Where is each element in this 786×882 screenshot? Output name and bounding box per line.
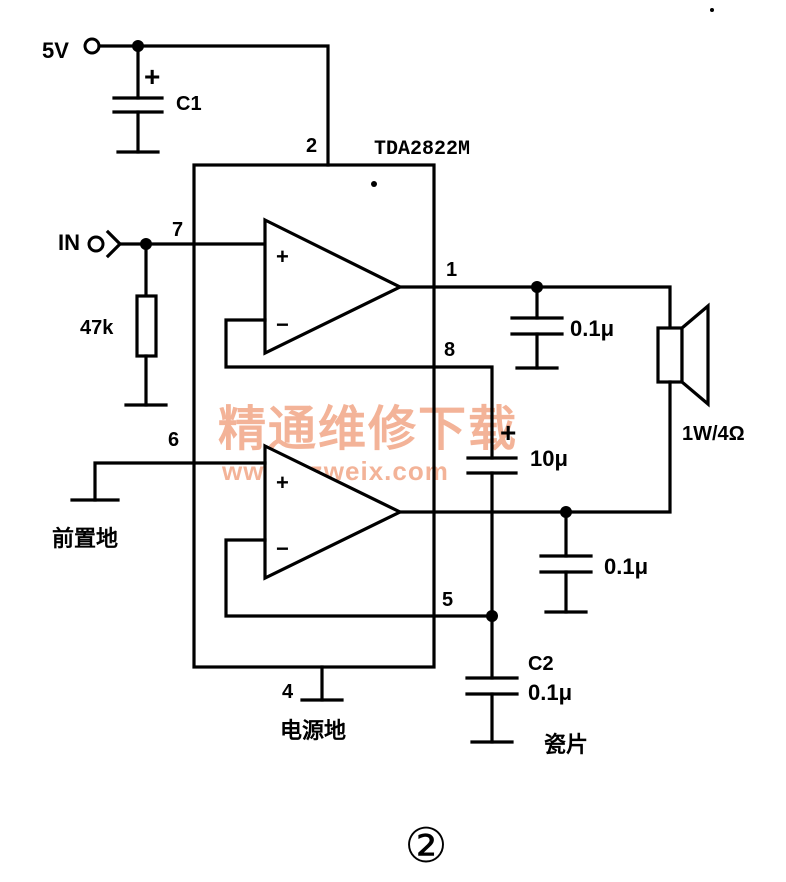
speaker-return-wire [398,380,672,514]
c1-polarity: + [144,61,160,92]
ic-body [192,163,436,669]
figure-number: ② [404,818,447,874]
resistor-label: 47k [80,317,114,339]
opamp-bottom-plus: + [276,470,289,495]
opamp-bottom-feedback [224,538,494,618]
pin-8-label: 8 [444,339,455,361]
c1-label: C1 [176,93,202,115]
pin-7-label: 7 [172,219,183,241]
preamp-ground-label: 前置地 [52,526,118,551]
opamp-top-plus: + [276,244,289,269]
ic-pin1-marker [371,181,377,187]
cap-bootstrap-label: 10μ [530,446,568,471]
input-jack [87,235,105,253]
output-top-wire [398,285,672,330]
ic-part-number: TDA2822M [374,138,470,161]
cap-out-bottom-label: 0.1μ [604,554,648,579]
cap-out-top-label: 0.1μ [570,316,614,341]
speaker-body [656,326,684,384]
pin-2-label: 2 [306,135,317,157]
opamp-top-feedback [224,318,494,460]
opamp-top-minus: − [276,312,289,337]
power-ground-label: 电源地 [280,718,346,743]
pin-1-label: 1 [446,259,457,281]
c2-type: 瓷片 [544,732,588,757]
pin-6-wire [93,461,267,502]
supply-wire [97,44,330,167]
opamp-bottom [263,443,404,581]
opamp-top [263,217,404,356]
input-label: IN [58,230,80,255]
speaker-label: 1W/4Ω [682,423,745,445]
watermark-text: 精通维修下载 [218,401,518,457]
pin-5-label: 5 [442,589,453,611]
c2-label: C2 [528,653,554,675]
cap-bootstrap-polarity: + [500,417,516,448]
resistor-47k [135,294,158,358]
scan-speck [710,8,714,12]
speaker-cone [680,302,710,408]
supply-label: 5V [42,38,69,63]
supply-terminal [83,37,101,55]
pin-4-label: 4 [282,681,294,703]
c2-value: 0.1μ [528,680,572,705]
pin-6-label: 6 [168,429,179,451]
opamp-bottom-minus: − [276,536,289,561]
input-arrow [105,229,123,259]
